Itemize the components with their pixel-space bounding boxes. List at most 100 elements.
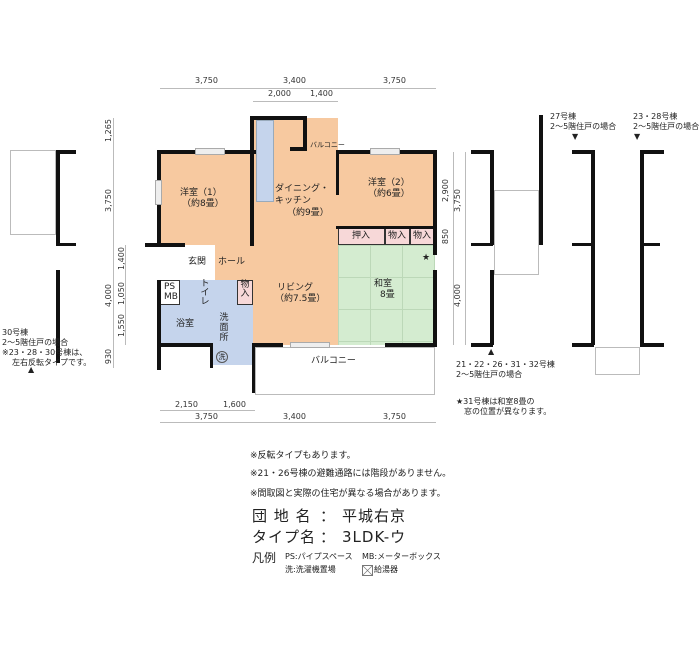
washing-machine-icon: 洗 (216, 351, 228, 363)
room-label: 洗面所 (219, 313, 229, 343)
wall (385, 343, 437, 347)
dim-label: 3,750 (452, 189, 462, 212)
room-label: トイレ (200, 279, 210, 307)
window (195, 148, 225, 155)
dim-label: 2,150 (175, 400, 198, 409)
wall (433, 270, 437, 347)
wall (471, 243, 493, 246)
room-label: ホール (218, 257, 246, 267)
room-size: （約8畳） (182, 199, 224, 209)
left-note: 30号棟 2〜5階住戸の場合 ※23・28・30号棟は、 左右反転タイプです。 (2, 328, 91, 368)
wall (336, 226, 437, 229)
note-line: 23・28号棟 (633, 112, 678, 121)
note-line: 窓の位置が異なります。 (464, 407, 552, 416)
dim-label: 2,000 (268, 89, 291, 98)
legend-mb: MB:メーターボックス (362, 552, 441, 561)
separator: ： (320, 507, 337, 525)
room-washitsu: 和室 8畳 ★ (338, 245, 435, 345)
room-label: 浴室 (176, 319, 195, 329)
wall (490, 270, 494, 345)
triangle-up-icon: ▲ (28, 365, 35, 374)
room-size: （約6畳） (368, 189, 410, 199)
dim-line (160, 410, 255, 411)
dim-line (160, 88, 436, 89)
window (290, 342, 330, 348)
wall (56, 270, 60, 363)
room-size: （約7.5畳） (275, 294, 326, 304)
note-reverse: ※反転タイプもあります。 (250, 451, 356, 461)
wall (640, 243, 660, 246)
room-label: 物入 (240, 280, 250, 299)
wall (56, 243, 76, 246)
dim-label: 930 (104, 348, 114, 365)
room-label: 洋室（1） (180, 188, 222, 198)
dim-label: 3,400 (283, 76, 306, 85)
dim-label: 1,600 (223, 400, 246, 409)
room-label: 和室 (374, 279, 393, 289)
dim-label: 3,750 (383, 76, 406, 85)
room-label: キッチン (275, 196, 312, 206)
wall (490, 150, 494, 245)
triangle-down-icon: ▼ (634, 132, 641, 141)
wall (250, 116, 307, 120)
dim-label: 1,265 (103, 119, 113, 142)
note-disclaimer: ※間取図と実際の住宅が異なる場合があります。 (250, 489, 446, 499)
type-label: タイプ名 (252, 528, 317, 546)
wall (253, 343, 283, 347)
wall (145, 243, 185, 247)
type-name: 3LDK-ウ (342, 528, 407, 546)
room-size: （約9畳） (287, 208, 329, 218)
dim-line (453, 152, 454, 345)
dim-label: 3,750 (103, 189, 113, 212)
dim-label: 3,750 (195, 412, 218, 421)
wall (250, 116, 254, 246)
wall (433, 150, 437, 255)
star-icon: ★ (422, 253, 431, 263)
note-23: 23・28号棟 2〜5階住戸の場合 (633, 112, 699, 132)
closet-oshiire: 押入 (338, 228, 385, 245)
room-western-2: 洋室（2） （約6畳） (338, 152, 435, 228)
note-line: 2〜5階住戸の場合 (550, 122, 617, 131)
note-line: 左右反転タイプです。 (12, 358, 92, 367)
room-senmenjo: 洗面所 洗 (213, 305, 253, 365)
room-label: 玄関 (188, 257, 207, 267)
dim-line (125, 245, 126, 345)
room-label: 洋室（2） (368, 178, 410, 188)
wall (157, 343, 213, 347)
room-label: 物入 (388, 231, 407, 241)
room-living: リビング （約7.5畳） (253, 245, 338, 345)
star-note: ★31号棟は和室8畳の 窓の位置が異なります。 (456, 397, 551, 417)
room-label: 押入 (352, 231, 371, 241)
wall (572, 150, 594, 154)
note-line: 27号棟 (550, 112, 577, 121)
room-label: 物入 (413, 231, 432, 241)
room-size: 8畳 (380, 290, 395, 300)
small-balcony-label: バルコニー (310, 141, 345, 149)
dim-label: 4,000 (452, 284, 462, 307)
note-line: 2〜5階住戸の場合 (633, 122, 700, 131)
dim-label: 3,750 (383, 412, 406, 421)
wall (572, 243, 594, 246)
water-heater-icon (362, 565, 373, 576)
wall (56, 150, 60, 243)
note-line: 30号棟 (2, 328, 29, 337)
wall (539, 115, 543, 245)
balcony: バルコニー (255, 347, 435, 395)
dim-label: 3,400 (283, 412, 306, 421)
toilet-anteroom (215, 280, 237, 305)
right-bottom-note: 21・22・26・31・32号棟 2〜5階住戸の場合 (456, 360, 555, 380)
room-label: PS (164, 282, 176, 292)
room-label: ダイニング・ (275, 184, 330, 194)
window (155, 180, 162, 205)
wall (572, 343, 594, 347)
dim-line (465, 152, 466, 345)
legend-wash: 洗:洗濯機置場 (285, 565, 336, 574)
storage-2: 物入 (410, 228, 435, 245)
triangle-down-icon: ▼ (572, 132, 579, 141)
storage-1: 物入 (385, 228, 410, 245)
wall (640, 343, 664, 347)
stairs (10, 150, 56, 235)
wall (303, 116, 307, 149)
note-evacuation: ※21・26号棟の避難通路には階段がありません。 (250, 469, 452, 479)
